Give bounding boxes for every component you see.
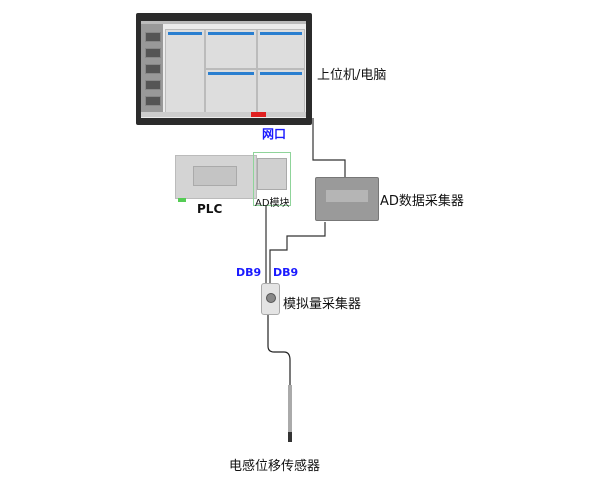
collector-cable [269,222,326,283]
plc-device [175,155,257,202]
ad-collector-label: AD数据采集器 [380,194,464,209]
analog-collector-label: 模拟量采集器 [283,297,362,312]
db9-right-label: DB9 [273,266,299,279]
network-port-label: 网口 [262,127,287,141]
pc-label: 上位机/电脑 [317,68,387,83]
sensor-tip [288,432,292,442]
sensor-cable [267,313,291,388]
ad-collector-device [315,177,379,221]
plc-label: PLC [197,202,223,216]
pc-monitor [136,13,312,125]
monitor-screen [141,21,306,118]
analog-collector-device [261,283,280,315]
ad-module [253,152,291,206]
sensor-rod [288,385,292,435]
sensor-label: 电感位移传感器 [229,459,321,474]
network-cable [312,118,346,178]
ad-module-label: AD模块 [255,198,290,209]
db9-left-label: DB9 [236,266,262,279]
